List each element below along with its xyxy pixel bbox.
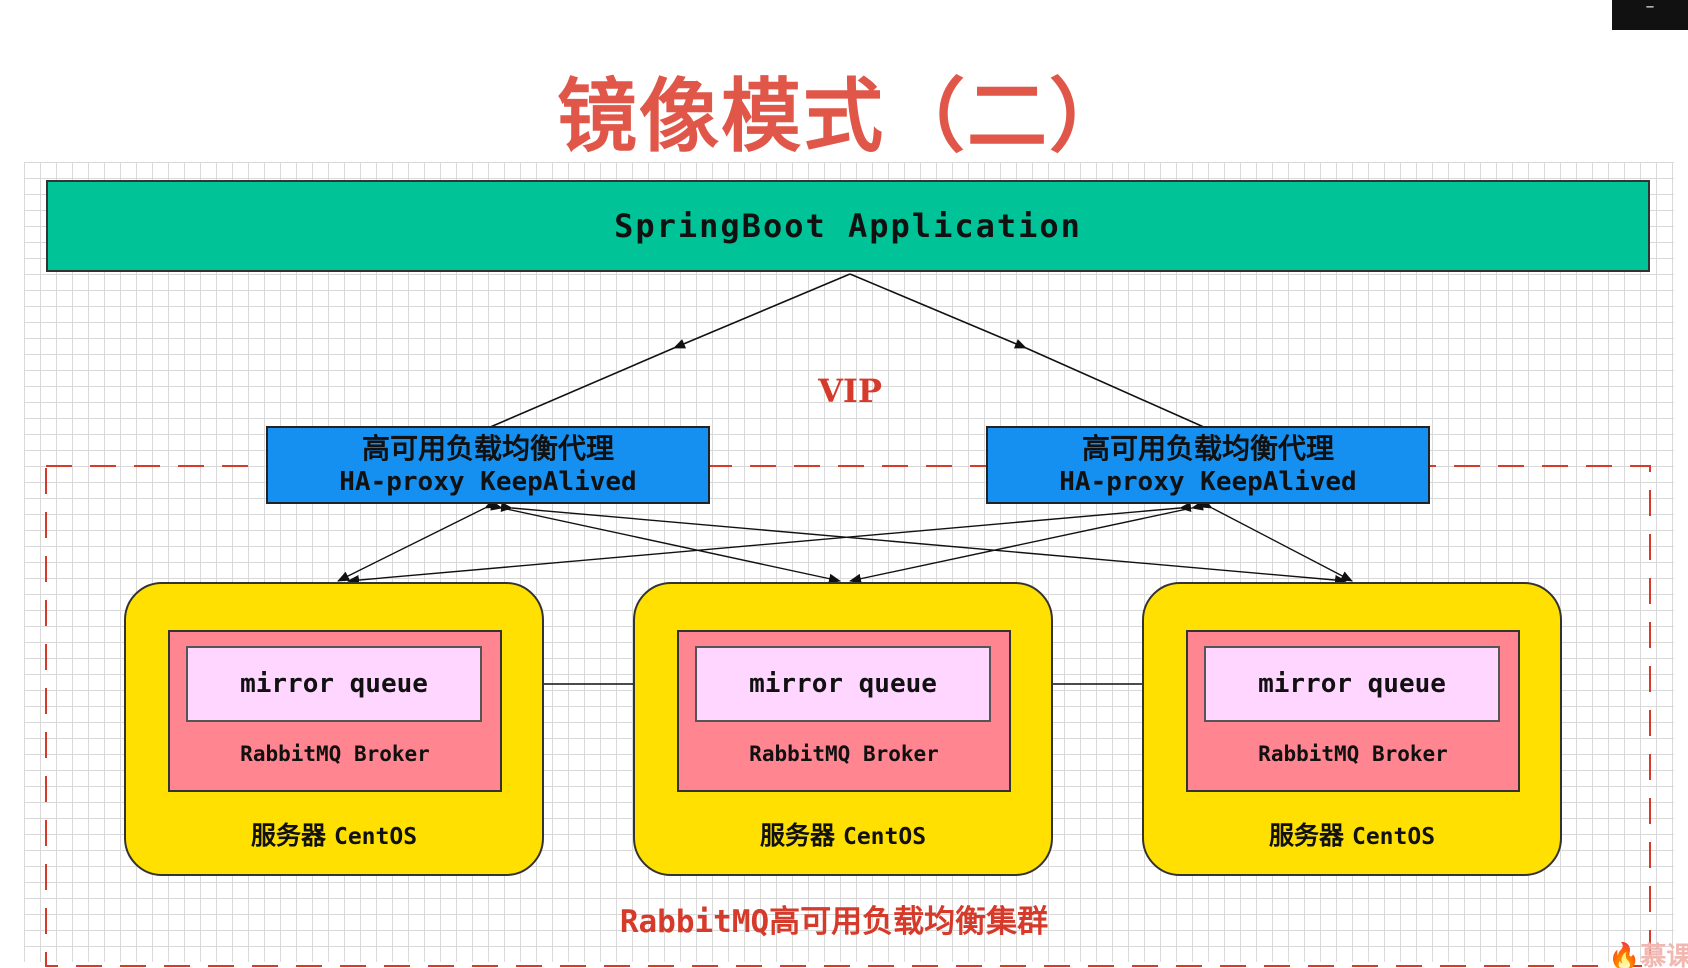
server-centos-3: mirror queue RabbitMQ Broker 服务器 CentOS — [1142, 582, 1562, 876]
proxy-right-to-server-3 — [1199, 498, 1353, 582]
server-os-label: CentOS — [1351, 824, 1436, 850]
flame-icon: 🔥 — [1608, 942, 1641, 968]
page-title: 镜像模式（二） — [557, 70, 1131, 163]
broker-label: RabbitMQ Broker — [240, 742, 430, 766]
server-centos-2: mirror queue RabbitMQ Broker 服务器 CentOS — [633, 582, 1053, 876]
rabbitmq-broker: mirror queue RabbitMQ Broker — [1186, 630, 1520, 792]
cluster-label: RabbitMQ高可用负载均衡集群 — [619, 904, 1049, 940]
ha-proxy-left: 高可用负载均衡代理 HA-proxy KeepAlived — [266, 426, 710, 504]
server-label: 服务器 CentOS — [126, 816, 542, 852]
proxy-left-to-server-1 — [337, 498, 498, 582]
server-cn-label: 服务器 — [250, 821, 326, 850]
mirror-queue: mirror queue — [695, 646, 991, 722]
proxy-right-to-server-1 — [347, 502, 1192, 586]
server-label: 服务器 CentOS — [635, 816, 1051, 852]
proxy-left-to-server-2 — [490, 500, 841, 584]
rabbitmq-broker: mirror queue RabbitMQ Broker — [677, 630, 1011, 792]
server-cn-label: 服务器 — [1268, 821, 1344, 850]
proxy-cn-label: 高可用负载均衡代理 — [361, 432, 614, 465]
proxy-en-label: HA-proxy KeepAlived — [1059, 467, 1357, 497]
mirror-queue: mirror queue — [186, 646, 482, 722]
server-centos-1: mirror queue RabbitMQ Broker 服务器 CentOS — [124, 582, 544, 876]
proxy-cn-label: 高可用负载均衡代理 — [1081, 432, 1334, 465]
proxy-en-label: HA-proxy KeepAlived — [339, 467, 637, 497]
server-cn-label: 服务器 — [759, 821, 835, 850]
server-label: 服务器 CentOS — [1144, 816, 1560, 852]
proxy-right-to-server-2 — [849, 500, 1204, 584]
app-to-proxy-left-arrow — [673, 273, 851, 349]
ha-proxy-right: 高可用负载均衡代理 HA-proxy KeepAlived — [986, 426, 1430, 504]
app-to-proxy-right-line — [1025, 347, 1207, 429]
mirror-queue: mirror queue — [1204, 646, 1500, 722]
rabbitmq-broker: mirror queue RabbitMQ Broker — [168, 630, 502, 792]
window-minimize-button[interactable]: – — [1612, 0, 1688, 30]
watermark-logo: 🔥慕课 — [1608, 936, 1688, 968]
broker-label: RabbitMQ Broker — [1258, 742, 1448, 766]
proxy-left-to-server-3 — [500, 502, 1347, 586]
server-os-label: CentOS — [333, 824, 418, 850]
server-os-label: CentOS — [842, 824, 927, 850]
watermark-text: 慕课 — [1640, 942, 1688, 968]
app-to-proxy-right-arrow — [849, 273, 1027, 349]
broker-label: RabbitMQ Broker — [749, 742, 939, 766]
app-to-proxy-left-line — [487, 347, 675, 429]
cluster-border — [45, 465, 1651, 967]
vip-label: VIP — [818, 372, 882, 410]
springboot-application-box: SpringBoot Application — [46, 180, 1650, 272]
